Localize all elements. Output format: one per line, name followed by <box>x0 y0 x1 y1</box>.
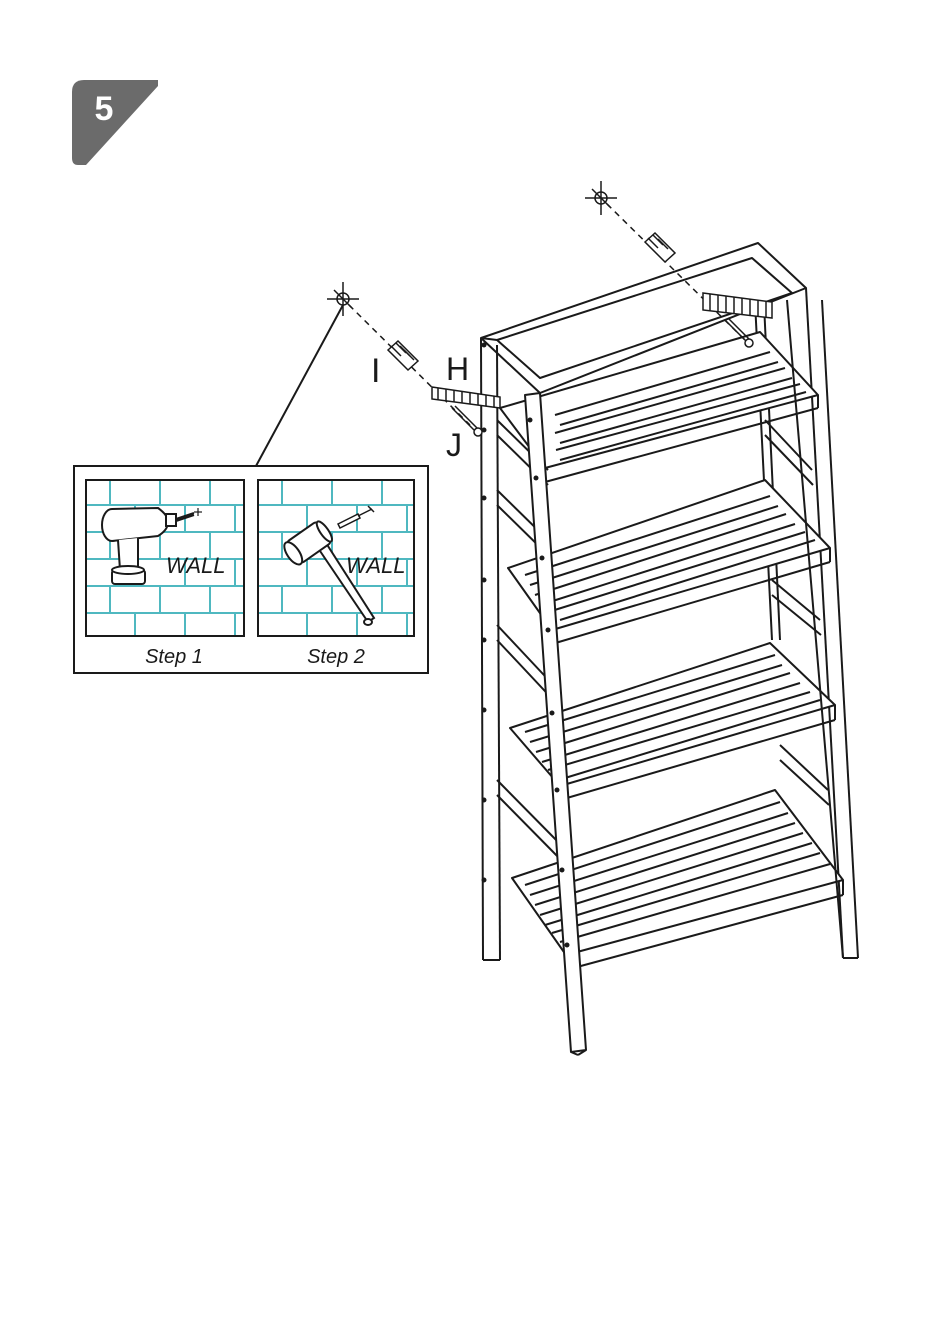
left-bracket <box>432 387 500 408</box>
label-bracket-h: H <box>446 351 469 387</box>
wall-label-2: WALL <box>346 553 406 578</box>
label-anchor-i: I <box>371 352 380 390</box>
step-caption-2: Step 2 <box>307 646 365 668</box>
inset-box: WALL Step 1 <box>74 466 428 673</box>
left-wall-anchor <box>388 341 418 370</box>
right-wall-anchor <box>645 233 675 262</box>
left-drill-mark-icon <box>327 282 359 316</box>
inset-leader-line <box>256 305 343 466</box>
wall-label-1: WALL <box>166 553 226 578</box>
right-side-rungs <box>765 420 829 805</box>
step-number: 5 <box>95 90 114 128</box>
label-screw-j: J <box>446 427 462 463</box>
step-badge: 5 <box>72 80 158 165</box>
step-caption-1: Step 1 <box>145 646 203 668</box>
step-badge-shape <box>72 80 158 165</box>
right-drill-mark-icon <box>585 181 617 215</box>
left-wall-fixing <box>327 282 500 436</box>
ladder-bookshelf <box>481 243 858 1055</box>
